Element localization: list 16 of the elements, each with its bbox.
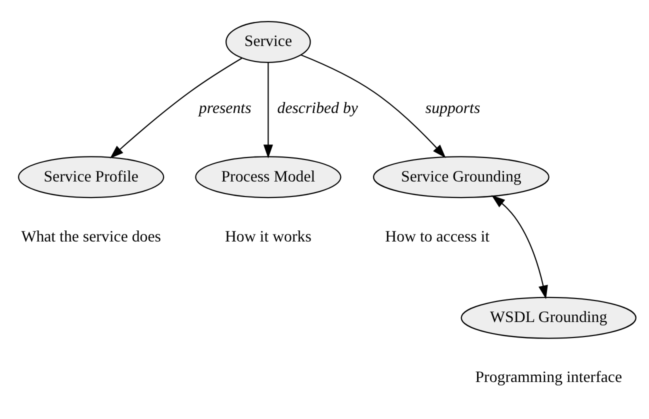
- node-ellipse: Service Grounding: [373, 156, 550, 198]
- node-ellipse: Process Model: [195, 156, 342, 198]
- node-label: What the service does: [21, 228, 161, 245]
- node-label: How to access it: [385, 228, 490, 245]
- arrow: [491, 194, 548, 299]
- arrow: [110, 57, 242, 158]
- node-ellipse: Service: [226, 20, 311, 62]
- node-ellipse: Service Profile: [18, 156, 164, 198]
- edge-label: described by: [277, 100, 358, 117]
- arrow: [263, 62, 273, 158]
- node-label: Programming interface: [475, 368, 622, 386]
- edge-label: supports: [425, 100, 480, 117]
- node-label: How it works: [224, 228, 312, 245]
- arrow: [300, 54, 446, 158]
- edge-label: presents: [198, 100, 252, 117]
- node-ellipse: WSDL Grounding: [460, 296, 636, 338]
